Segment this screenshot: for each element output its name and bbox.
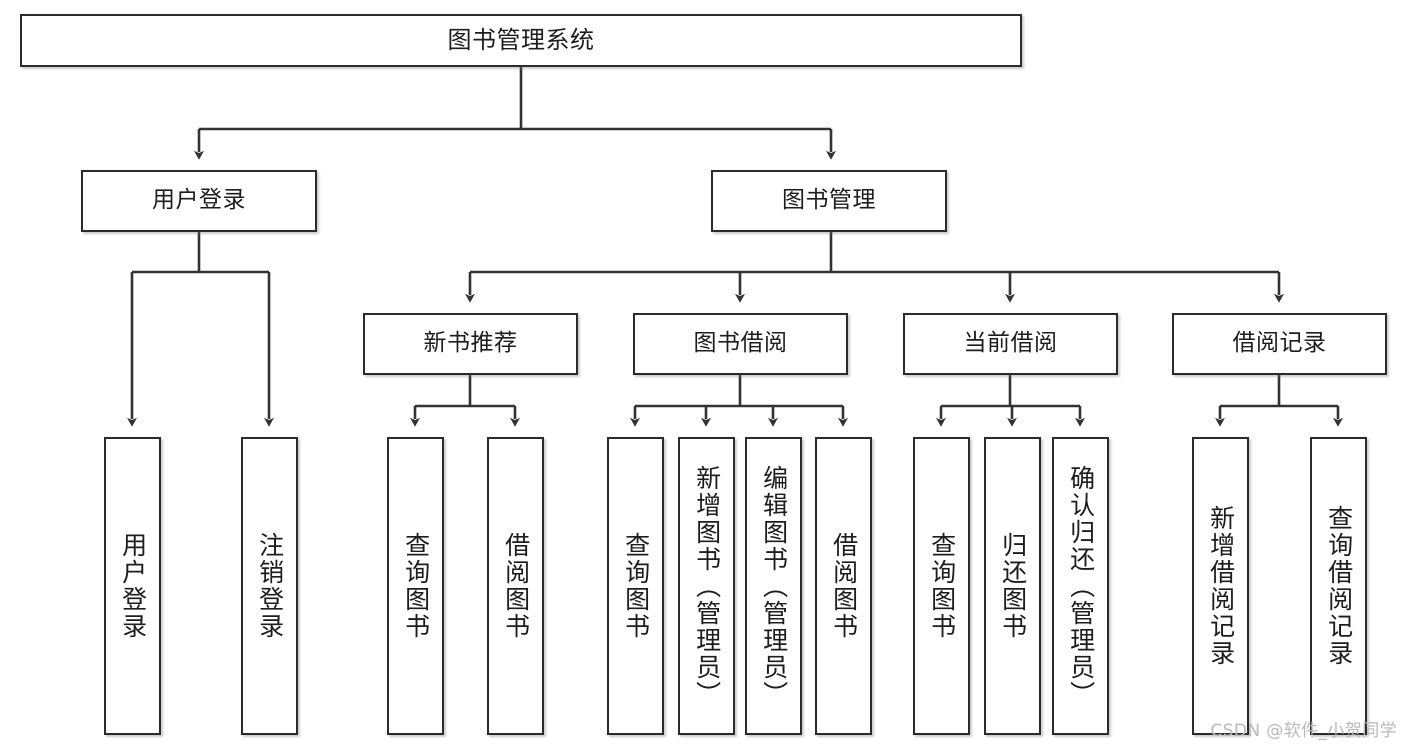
node-book-borrow[interactable]: 图书借阅 bbox=[633, 313, 848, 375]
node-label: 新书推荐 bbox=[423, 330, 518, 357]
node-leaf-borrow-book-recommend[interactable]: 借阅图书 bbox=[487, 437, 544, 735]
node-label: 图书管理系统 bbox=[447, 26, 595, 55]
node-leaf-confirm-return-admin[interactable]: 确认归还（管理员） bbox=[1052, 437, 1109, 735]
node-leaf-borrow-book-borrow[interactable]: 借阅图书 bbox=[815, 437, 872, 735]
node-leaf-edit-book-admin[interactable]: 编辑图书（管理员） bbox=[745, 437, 802, 735]
node-leaf-user-login[interactable]: 用户登录 bbox=[104, 437, 161, 735]
node-book-management-system[interactable]: 图书管理系统 bbox=[20, 14, 1022, 67]
node-borrow-record[interactable]: 借阅记录 bbox=[1172, 313, 1387, 375]
node-label: 归还图书 bbox=[998, 532, 1028, 640]
node-label: 确认归还（管理员） bbox=[1066, 464, 1096, 708]
node-new-book-recommend[interactable]: 新书推荐 bbox=[363, 313, 578, 375]
node-label: 查询图书 bbox=[621, 532, 651, 640]
node-current-borrow[interactable]: 当前借阅 bbox=[903, 313, 1118, 375]
node-leaf-query-borrow-record[interactable]: 查询借阅记录 bbox=[1310, 437, 1367, 735]
node-label: 当前借阅 bbox=[963, 330, 1058, 357]
node-leaf-query-book-borrow[interactable]: 查询图书 bbox=[607, 437, 664, 735]
node-user-login[interactable]: 用户登录 bbox=[81, 170, 317, 232]
node-label: 用户登录 bbox=[118, 532, 148, 640]
csdn-watermark: CSDN @软件_小贺同学 bbox=[1210, 721, 1397, 741]
node-label: 新增图书（管理员） bbox=[692, 464, 722, 708]
node-label: 借阅图书 bbox=[829, 532, 859, 640]
node-label: 用户登录 bbox=[152, 187, 246, 214]
node-leaf-user-logout[interactable]: 注销登录 bbox=[241, 437, 298, 735]
node-label: 查询借阅记录 bbox=[1324, 505, 1354, 667]
node-leaf-return-book[interactable]: 归还图书 bbox=[984, 437, 1041, 735]
node-label: 借阅图书 bbox=[501, 532, 531, 640]
node-label: 新增借阅记录 bbox=[1206, 505, 1236, 667]
node-label: 图书管理 bbox=[782, 187, 876, 214]
node-label: 图书借阅 bbox=[693, 330, 788, 357]
node-label: 查询图书 bbox=[927, 532, 957, 640]
node-leaf-add-book-admin[interactable]: 新增图书（管理员） bbox=[678, 437, 735, 735]
node-label: 查询图书 bbox=[401, 532, 431, 640]
node-book-manage[interactable]: 图书管理 bbox=[711, 170, 947, 232]
node-leaf-add-borrow-record[interactable]: 新增借阅记录 bbox=[1192, 437, 1249, 735]
node-leaf-query-book-recommend[interactable]: 查询图书 bbox=[387, 437, 444, 735]
node-label: 编辑图书（管理员） bbox=[759, 464, 789, 708]
node-leaf-query-book-current[interactable]: 查询图书 bbox=[913, 437, 970, 735]
node-label: 注销登录 bbox=[255, 532, 285, 640]
node-label: 借阅记录 bbox=[1232, 330, 1327, 357]
